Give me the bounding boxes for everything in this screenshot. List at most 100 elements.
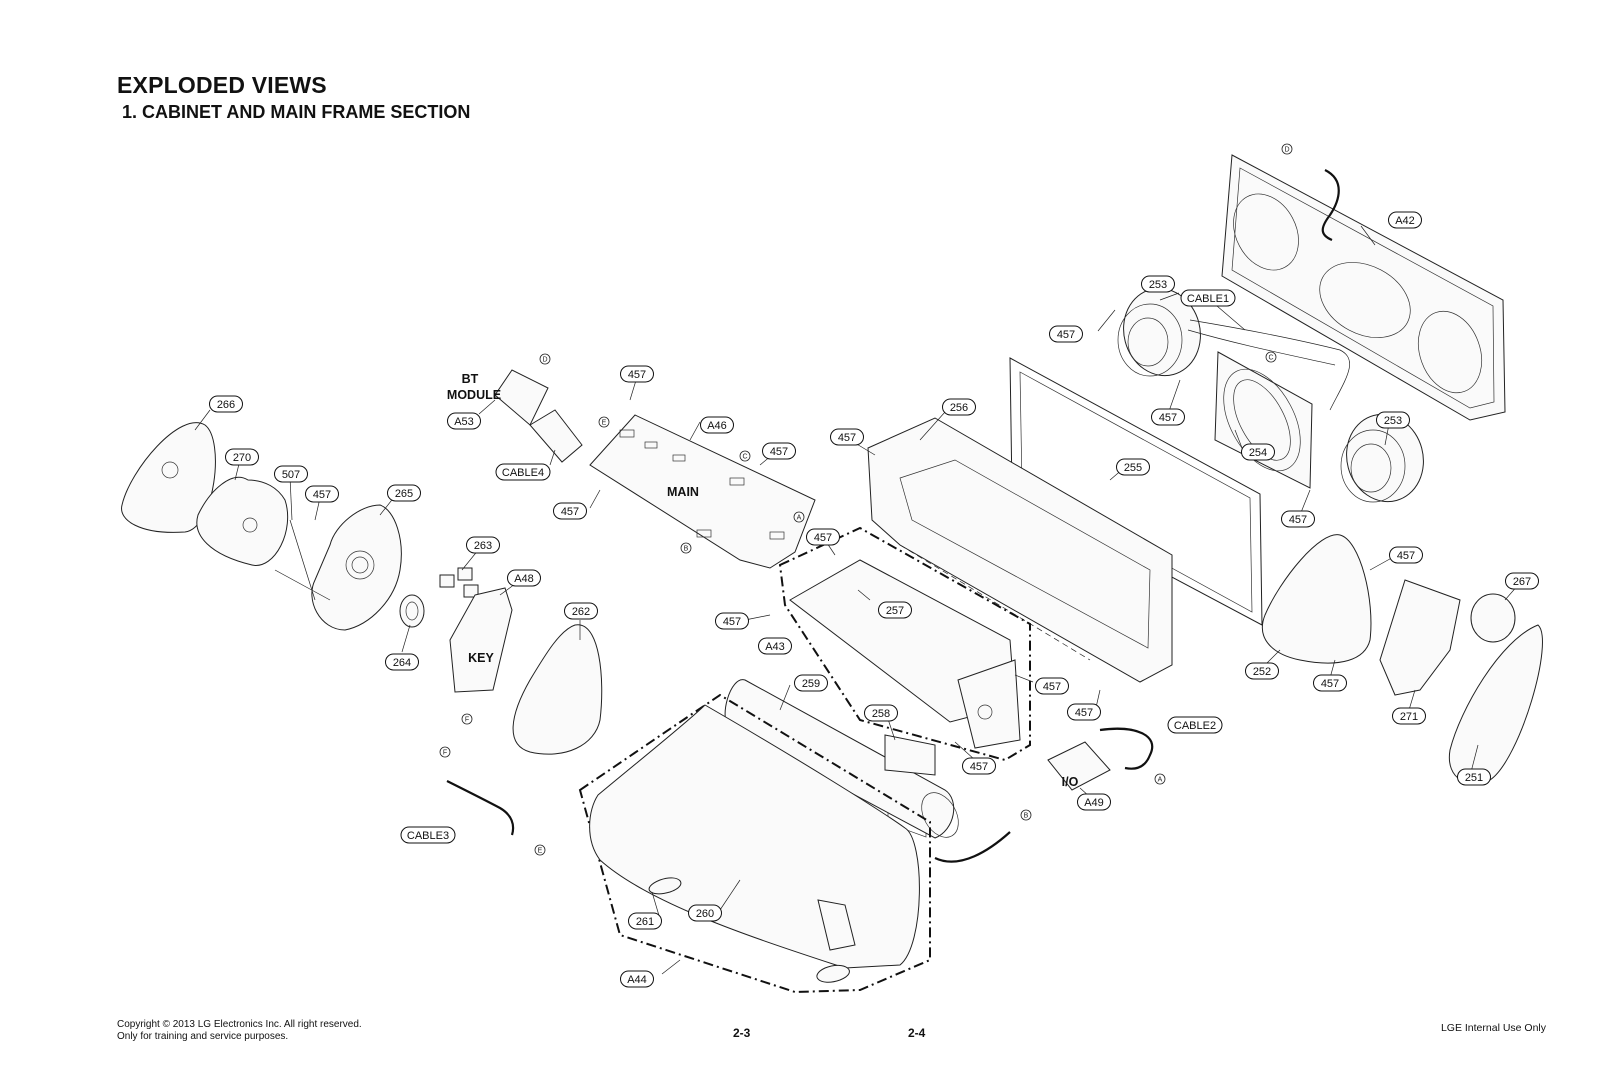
key-button-263c [463,584,479,598]
svg-text:A: A [797,515,802,522]
svg-text:264: 264 [393,657,411,669]
connector-a-main: A [793,511,805,523]
svg-text:E: E [602,420,607,427]
svg-text:A42: A42 [1395,215,1415,227]
callout-cable3: CABLE3 [400,826,456,844]
svg-text:F: F [465,717,469,724]
cable2-wire [1099,727,1154,770]
svg-text:256: 256 [950,402,968,414]
connector-c-right: C [1265,351,1277,363]
svg-text:457: 457 [814,532,832,544]
foot-261 [648,877,682,895]
svg-text:457: 457 [1057,329,1075,341]
svg-text:251: 251 [1465,772,1483,784]
callout-457f: 457 [762,442,796,460]
cable-d-lead [1321,169,1340,242]
callout-457a: 457 [1049,325,1083,343]
gasket-270 [196,477,289,566]
callout-a46: A46 [700,416,734,434]
svg-text:C: C [1268,355,1273,362]
svg-text:B: B [1024,813,1029,820]
callout-264: 264 [385,653,419,671]
key-button-263b [457,567,473,581]
callout-254: 254 [1241,443,1275,461]
page-number-right: 2-4 [908,1026,926,1040]
callout-267: 267 [1505,572,1539,590]
svg-text:260: 260 [696,908,714,920]
svg-text:258: 258 [872,708,890,720]
callout-259: 259 [794,674,828,692]
callout-260: 260 [688,904,722,922]
svg-text:457: 457 [1159,412,1177,424]
callout-cable2: CABLE2 [1167,716,1223,734]
callout-457d: 457 [830,428,864,446]
callout-cable4: CABLE4 [495,463,551,481]
connector-f-cable3: F [439,746,451,758]
key-button-263a [439,574,455,588]
svg-text:E: E [538,848,543,855]
svg-text:457: 457 [838,432,856,444]
svg-text:457: 457 [1043,681,1061,693]
svg-text:457: 457 [561,506,579,518]
callout-457c: 457 [1281,510,1315,528]
svg-text:A: A [1158,777,1163,784]
callout-253a: 253 [1141,275,1175,293]
bt-module-a53 [494,369,583,463]
connector-f-key: F [461,713,473,725]
cable1-wire [1189,319,1350,411]
side-frame-265 [311,504,402,631]
svg-text:457: 457 [1075,707,1093,719]
svg-text:457: 457 [723,616,741,628]
callout-a53: A53 [447,412,481,430]
page-number-left: 2-3 [733,1026,751,1040]
svg-text:F: F [443,750,447,757]
callout-457m: 457 [1067,703,1101,721]
svg-text:D: D [1284,147,1289,154]
callout-457g: 457 [553,502,587,520]
connector-a-io: A [1154,773,1166,785]
callout-457k: 457 [962,757,996,775]
svg-text:457: 457 [628,369,646,381]
footer-internal: LGE Internal Use Only [1440,1022,1546,1034]
callout-265: 265 [387,484,421,502]
a43-assembly-outline [778,526,1031,762]
connector-e-main: E [598,416,610,428]
callout-253b: 253 [1376,411,1410,429]
callout-a44: A44 [620,970,654,988]
callout-271: 271 [1392,707,1426,725]
main-board-a46 [589,414,816,569]
cover-267 [1470,593,1516,643]
bt-label: BT [462,372,479,386]
callout-457h: 457 [305,485,339,503]
svg-text:255: 255 [1124,462,1142,474]
svg-text:457: 457 [1397,550,1415,562]
svg-text:457: 457 [770,446,788,458]
key-board-a48 [449,587,513,693]
svg-text:507: 507 [282,469,300,481]
callout-255: 255 [1116,458,1150,476]
gasket-271 [1379,579,1461,696]
callout-457l: 457 [1035,677,1069,695]
callout-257: 257 [878,601,912,619]
callout-256: 256 [942,398,976,416]
main-frame-256 [867,417,1173,838]
svg-text:252: 252 [1253,666,1271,678]
callout-457o: 457 [1313,674,1347,692]
footer-usage: Only for training and service purposes. [117,1031,289,1042]
rear-frame-a42 [1221,154,1506,421]
svg-text:CABLE2: CABLE2 [1174,720,1216,732]
callout-cable1: CABLE1 [1180,289,1236,307]
speaker-253-lower [1340,413,1424,503]
connector-d-bt: D [539,353,551,365]
side-frame-252 [1262,534,1372,664]
front-grille-260 [589,704,920,969]
svg-text:457: 457 [313,489,331,501]
svg-text:266: 266 [217,399,235,411]
knob-264 [399,594,425,628]
callout-251: 251 [1457,768,1491,786]
svg-text:CABLE1: CABLE1 [1187,293,1229,305]
svg-text:257: 257 [886,605,904,617]
